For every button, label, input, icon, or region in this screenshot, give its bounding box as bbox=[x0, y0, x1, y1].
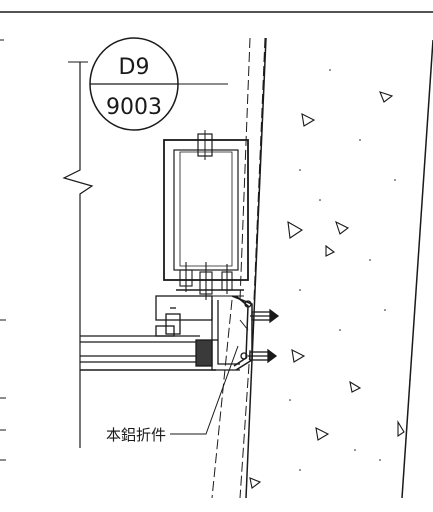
callout-sheet-number: 9003 bbox=[106, 95, 162, 120]
aluminum-box-section bbox=[163, 130, 249, 281]
concrete-hatch bbox=[249, 91, 405, 489]
left-edge-ticks bbox=[0, 39, 6, 461]
bent-aluminum-bracket bbox=[231, 295, 253, 371]
concrete-stipple bbox=[289, 69, 411, 471]
concrete-face-line bbox=[245, 37, 267, 499]
base-fixing-bolts bbox=[176, 262, 244, 300]
callout-detail-number: D9 bbox=[119, 55, 150, 80]
glazing-unit bbox=[80, 325, 216, 371]
bracket-label: 本鋁折件 bbox=[106, 426, 166, 444]
detail-callout: D9 9003 bbox=[89, 37, 228, 131]
anchor-bolts bbox=[240, 300, 280, 364]
bracket-label-leader bbox=[170, 345, 239, 435]
wall-break-line bbox=[62, 62, 94, 448]
concrete-right-boundary bbox=[401, 39, 433, 499]
